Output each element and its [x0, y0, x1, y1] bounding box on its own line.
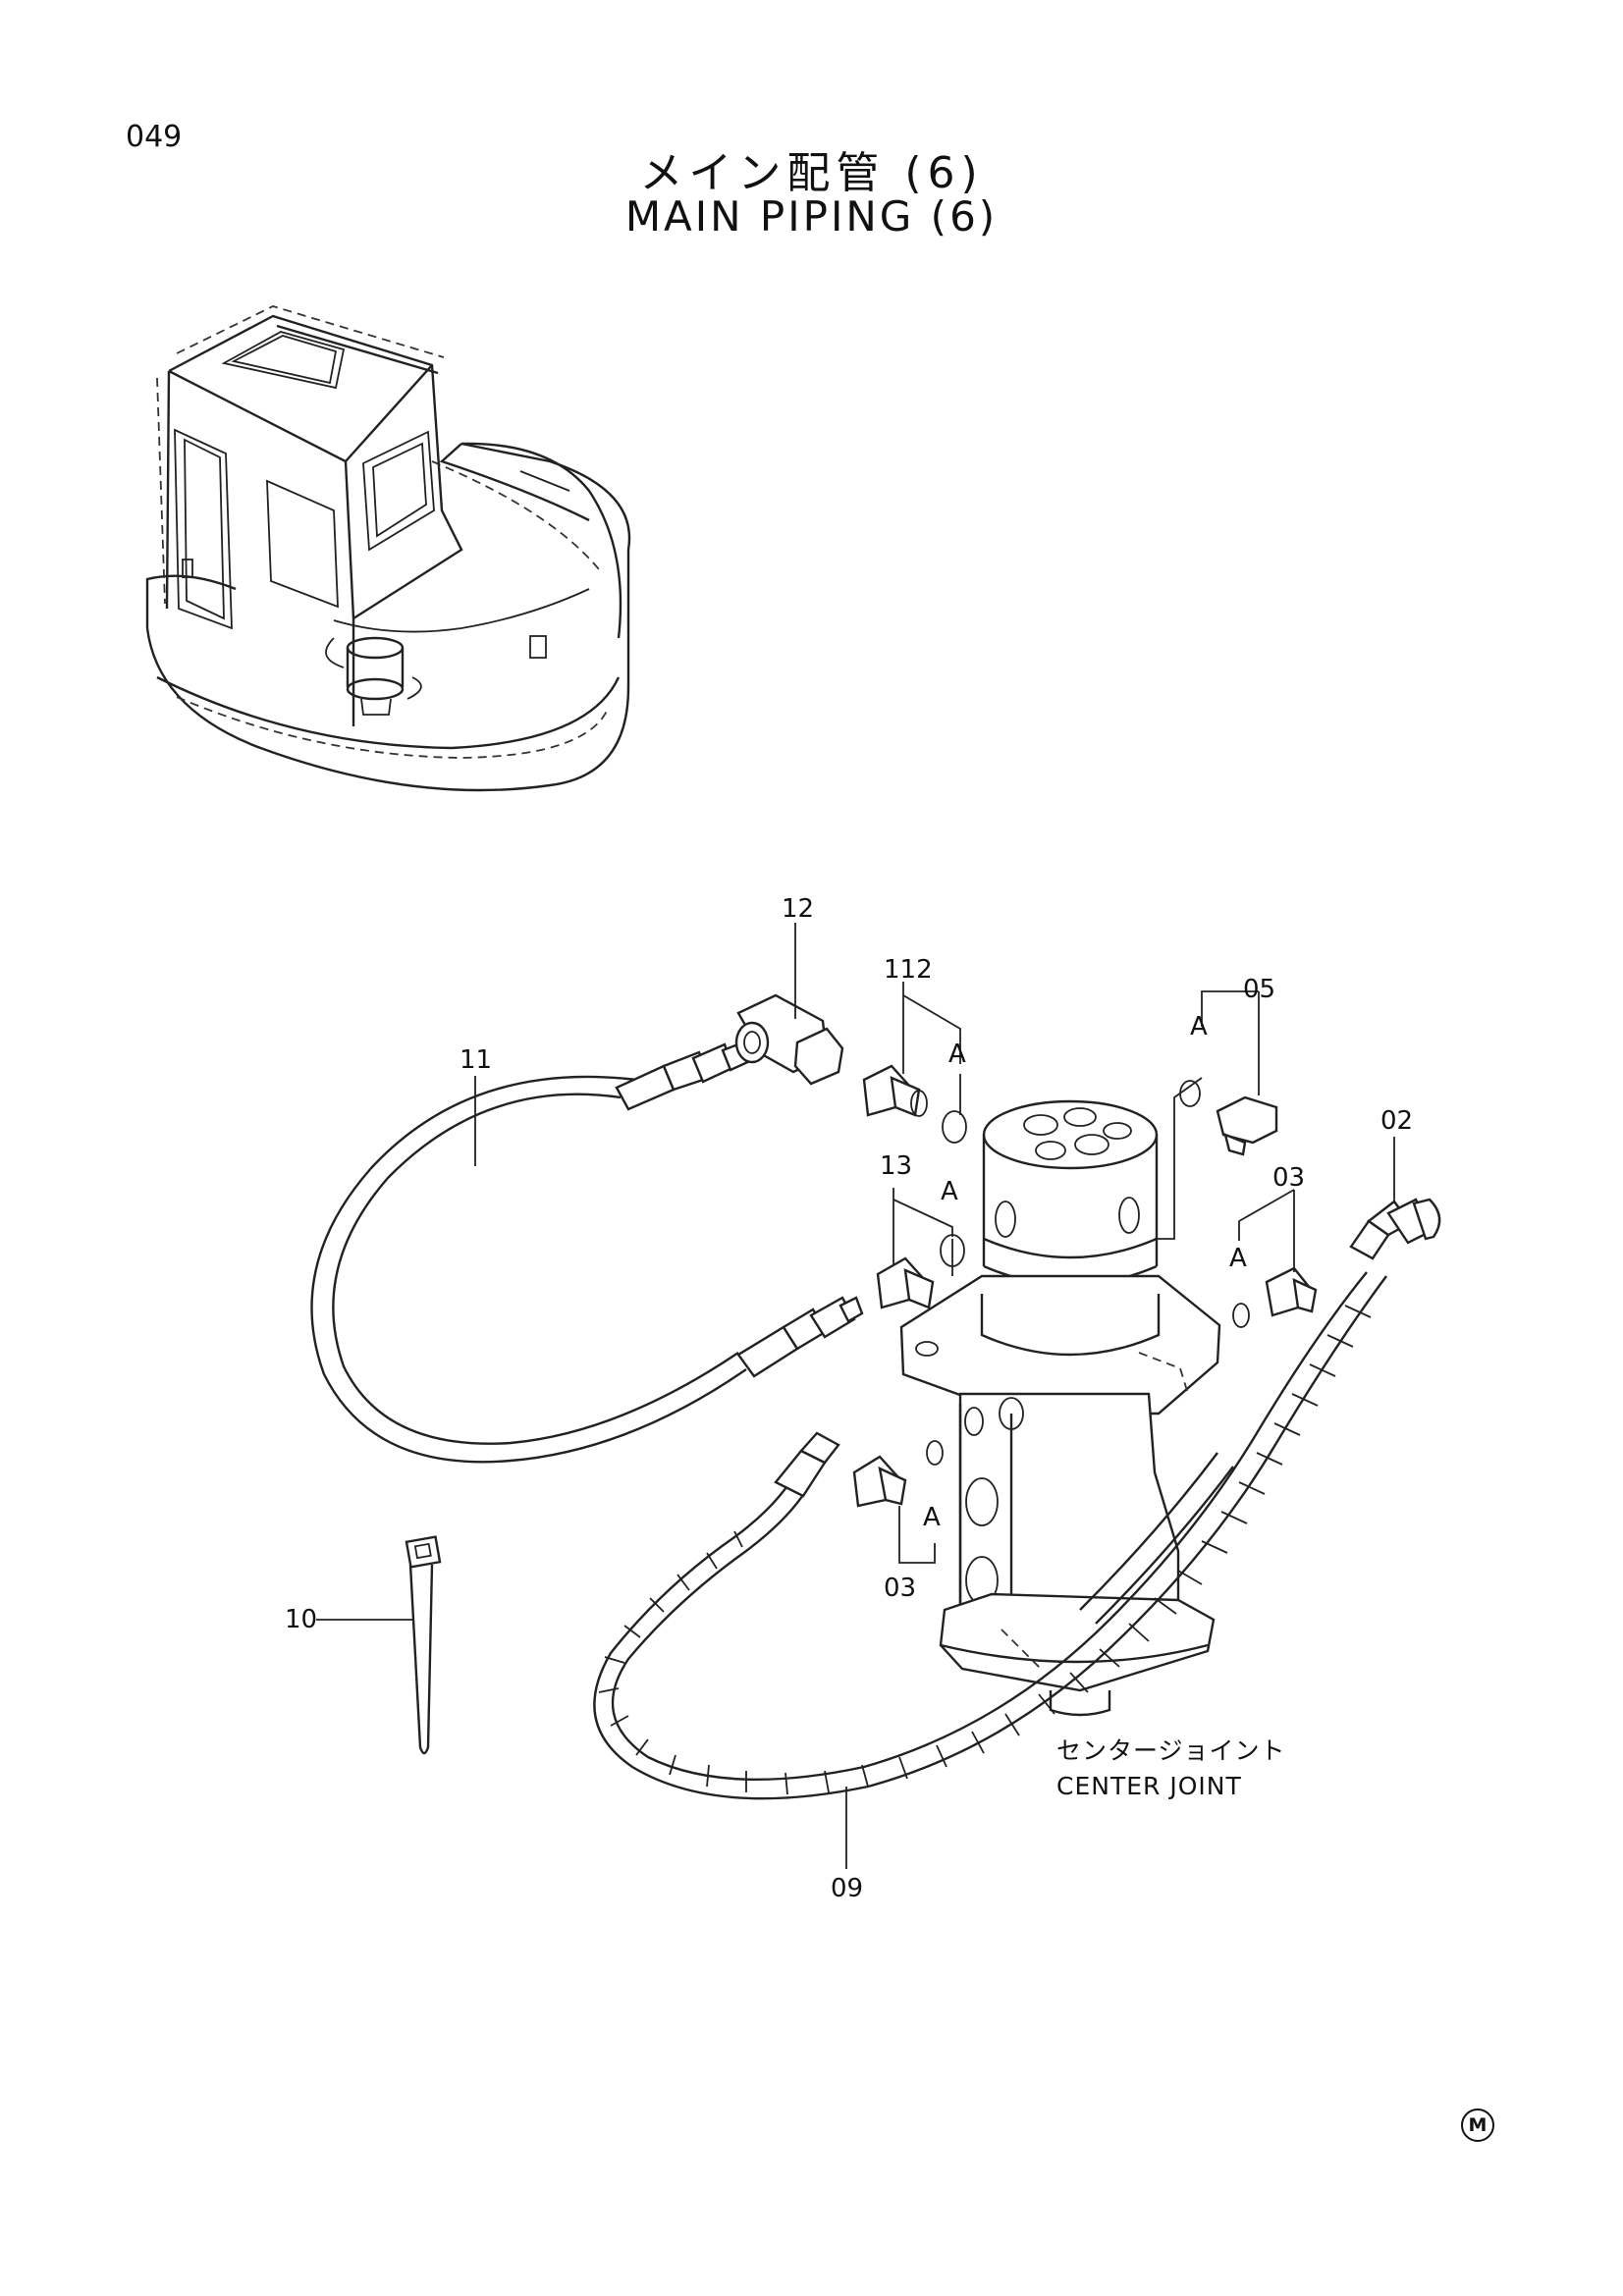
label-part-09: 09 [831, 1874, 863, 1903]
footer-model-mark: M [1461, 2109, 1494, 2142]
page-number: 049 [126, 120, 183, 154]
tee-fitting-12-drawing [734, 993, 844, 1086]
title-japanese: メイン配管 (6) [639, 148, 984, 198]
label-part-112: 112 [884, 955, 933, 985]
label-part-12: 12 [782, 894, 814, 924]
adapter-112-drawing [862, 1064, 967, 1144]
label-part-10: 10 [285, 1605, 317, 1634]
label-part-13: 13 [880, 1151, 912, 1181]
hose-11-drawing [310, 1039, 864, 1464]
label-part-03-right: 03 [1272, 1163, 1305, 1193]
ref-a-05: A [1190, 1012, 1208, 1041]
plug-05-drawing [1179, 1080, 1278, 1156]
ref-a-03-lower: A [923, 1503, 941, 1532]
ref-a-03-right: A [1229, 1244, 1247, 1273]
cable-tie-10-drawing [405, 1535, 442, 1755]
leader-lines [316, 923, 1395, 1869]
adapter-13-drawing [876, 1234, 965, 1309]
adapter-03-lower-drawing [852, 1440, 944, 1508]
ref-a-13: A [941, 1177, 958, 1206]
label-part-02: 02 [1380, 1106, 1413, 1136]
machine-overview-drawing [145, 305, 631, 792]
adapter-03-right-drawing [1232, 1266, 1318, 1328]
label-part-05: 05 [1243, 975, 1275, 1004]
ref-a-112: A [948, 1040, 966, 1069]
label-part-11: 11 [460, 1045, 492, 1075]
label-part-03-lower: 03 [884, 1574, 916, 1603]
title-english: MAIN PIPING (6) [624, 192, 999, 240]
note-center-joint-en: CENTER JOINT [1056, 1772, 1242, 1800]
note-center-joint-jp: センタージョイント [1056, 1736, 1286, 1765]
hose-09-drawing [593, 1198, 1441, 1800]
